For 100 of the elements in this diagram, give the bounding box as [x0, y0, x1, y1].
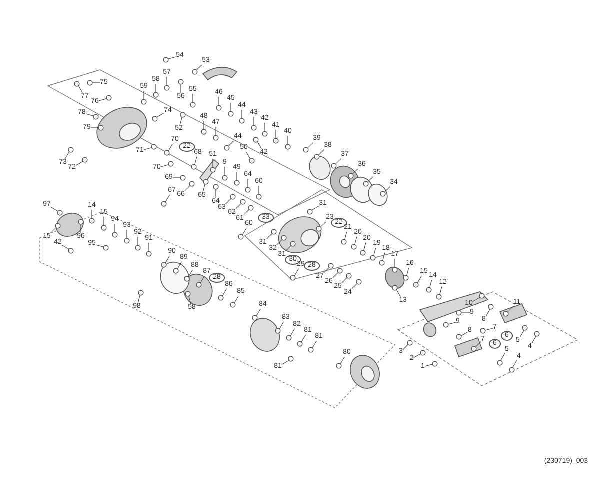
- leader-line: [242, 228, 247, 236]
- leader-line: [202, 184, 206, 192]
- part-marker: [285, 144, 291, 150]
- leader-line: [148, 242, 150, 252]
- part-marker: [240, 198, 246, 205]
- part-marker: [348, 173, 354, 180]
- part-marker: [256, 194, 262, 200]
- part-marker: [161, 262, 168, 268]
- part-marker: [103, 244, 110, 251]
- leader-line: [340, 356, 345, 364]
- part-marker: [360, 250, 366, 256]
- part-marker: [436, 294, 442, 300]
- leader-line: [406, 268, 410, 276]
- leader-line: [188, 296, 192, 304]
- leader-line: [222, 288, 227, 296]
- part-marker: [210, 166, 216, 173]
- part-marker: [234, 180, 240, 186]
- part-marker: [328, 262, 334, 269]
- part-marker: [228, 110, 234, 117]
- part-marker: [442, 322, 449, 328]
- part-marker: [248, 158, 255, 164]
- part-marker: [57, 210, 64, 216]
- part-marker: [224, 145, 230, 152]
- part-marker: [420, 350, 426, 356]
- leader-line: [76, 161, 84, 166]
- part-marker: [230, 302, 236, 308]
- part-marker: [290, 240, 296, 247]
- part-marker: [370, 255, 376, 262]
- part-marker: [248, 204, 254, 211]
- part-marker: [336, 363, 342, 370]
- leader-line: [382, 252, 386, 262]
- leader-line: [62, 244, 70, 250]
- part-marker: [356, 278, 362, 285]
- part-marker: [426, 287, 432, 294]
- part-marker: [508, 366, 515, 373]
- part-marker: [216, 104, 222, 111]
- leader-line: [177, 262, 182, 270]
- part-marker: [432, 360, 438, 367]
- leader-line: [414, 354, 422, 358]
- leader-line: [500, 353, 506, 361]
- leader-line: [448, 322, 456, 325]
- part-marker: [288, 356, 294, 362]
- part-marker: [273, 138, 279, 144]
- leader-line: [374, 248, 376, 256]
- leader-line: [394, 258, 396, 268]
- leader-line: [156, 112, 164, 118]
- leader-line: [462, 312, 470, 314]
- leader-line: [430, 280, 432, 288]
- part-marker: [252, 315, 258, 322]
- part-marker: [82, 157, 88, 164]
- part-marker: [196, 282, 202, 288]
- leader-line: [474, 342, 482, 348]
- part-marker: [330, 163, 337, 170]
- part-marker: [488, 304, 494, 310]
- leader-line: [354, 236, 358, 246]
- leader-line: [396, 290, 401, 298]
- part-marker: [290, 275, 296, 282]
- part-marker: [164, 150, 170, 156]
- part-marker: [470, 346, 477, 352]
- part-marker: [238, 234, 244, 240]
- leader-line: [364, 242, 366, 252]
- leader-line: [212, 158, 214, 168]
- leader-line: [114, 224, 116, 232]
- part-marker: [213, 184, 219, 190]
- part-marker: [184, 276, 190, 282]
- part-marker: [314, 154, 320, 160]
- leader-line: [264, 122, 266, 132]
- part-marker: [251, 124, 257, 131]
- leader-line: [65, 152, 70, 160]
- part-marker: [275, 328, 282, 334]
- part-marker: [351, 244, 358, 250]
- part-marker: [222, 174, 228, 181]
- leader-line: [160, 164, 170, 168]
- leader-line: [279, 322, 284, 330]
- part-marker: [271, 228, 278, 235]
- part-marker: [202, 178, 209, 185]
- leader-line: [86, 114, 94, 116]
- part-marker: [308, 347, 314, 354]
- part-marker: [151, 144, 158, 150]
- part-marker: [316, 226, 322, 232]
- leader-line: [472, 297, 480, 302]
- part-marker: [141, 98, 147, 105]
- leader-line: [301, 334, 306, 342]
- part-marker: [180, 175, 186, 181]
- part-marker: [456, 334, 462, 340]
- leader-line: [166, 76, 168, 86]
- part-marker: [341, 239, 348, 246]
- part-marker: [502, 311, 509, 318]
- leader-line: [98, 98, 108, 102]
- leader-line: [312, 206, 320, 211]
- part-marker: [112, 232, 118, 238]
- part-marker: [379, 260, 386, 266]
- part-marker: [98, 125, 104, 131]
- part-marker: [89, 218, 95, 224]
- part-marker: [192, 69, 198, 76]
- part-marker: [480, 328, 486, 334]
- leader-line: [424, 364, 434, 367]
- part-marker: [362, 181, 369, 188]
- leader-line: [486, 309, 490, 317]
- leader-line: [165, 256, 170, 264]
